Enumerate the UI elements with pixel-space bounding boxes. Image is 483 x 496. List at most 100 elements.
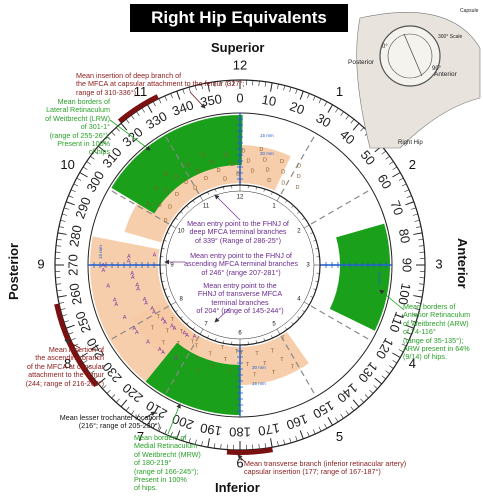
label-inferior: Inferior	[215, 480, 260, 495]
degree-tick	[63, 207, 69, 210]
degree-tick	[68, 195, 74, 198]
ascending-marker: A	[174, 356, 178, 362]
degree-label: 110	[386, 310, 407, 335]
degree-tick	[86, 161, 91, 165]
degree-tick	[194, 439, 197, 445]
degree-tick	[406, 332, 412, 335]
degree-tick	[182, 436, 185, 442]
inset-femoral-head	[379, 25, 441, 87]
transverse-marker: T	[263, 361, 267, 367]
inner-clock-number: 2	[297, 229, 301, 235]
degree-tick	[350, 119, 355, 124]
inner-clock-number: 1	[272, 204, 276, 210]
inner-tick	[310, 232, 314, 234]
deep-marker: D	[184, 180, 188, 186]
transverse-marker: T	[280, 357, 284, 363]
degree-tick	[170, 93, 173, 99]
degree-tick	[283, 85, 286, 91]
degree-tick	[194, 85, 197, 91]
inner-tick	[192, 200, 195, 203]
label-superior: Superior	[211, 40, 265, 55]
degree-tick	[318, 98, 322, 104]
deep-marker: D	[201, 153, 205, 159]
inner-tick	[255, 340, 257, 344]
scale-label: 30 mm	[260, 151, 274, 156]
degree-tick	[340, 111, 344, 116]
deep-marker: D	[154, 186, 158, 192]
inner-tick	[166, 232, 170, 234]
degree-tick	[79, 352, 88, 358]
inset-label: 0°	[382, 44, 388, 50]
degree-tick	[277, 441, 279, 447]
scale-label: 15 mm	[252, 381, 266, 386]
inner-tick	[180, 211, 183, 214]
ascending-marker: A	[161, 317, 165, 323]
degree-tick	[401, 343, 407, 347]
degree-tick	[86, 365, 91, 369]
inner-tick	[291, 322, 294, 325]
degree-label: 260	[66, 282, 85, 306]
ascending-marker: A	[183, 331, 187, 337]
degree-tick	[213, 443, 216, 449]
deep-marker: D	[193, 185, 197, 191]
inner-tick	[199, 328, 204, 335]
arw-band	[329, 223, 390, 331]
degree-tick	[418, 283, 425, 285]
degree-tick	[111, 394, 116, 399]
arrow-transverse-capsular	[237, 454, 246, 463]
inner-clock-number: 9	[170, 263, 174, 269]
inset-label: 300° Scale	[438, 34, 462, 40]
inset-label: Anterior	[434, 71, 458, 78]
ascending-marker: A	[101, 263, 105, 269]
degree-label: 30	[314, 110, 334, 130]
transverse-marker: T	[162, 341, 166, 347]
degree-tick	[220, 80, 222, 87]
inner-tick	[297, 316, 300, 319]
inner-clock-number: 3	[306, 263, 310, 269]
degree-tick	[258, 443, 260, 450]
degree-tick	[312, 429, 316, 435]
degree-tick	[364, 394, 369, 399]
ascending-marker: A	[106, 283, 110, 289]
inner-tick	[271, 191, 273, 195]
degree-label: 280	[66, 224, 85, 248]
deep-marker: D	[231, 162, 235, 168]
deep-marker: D	[246, 158, 250, 164]
transverse-marker: T	[235, 349, 239, 355]
inner-tick	[291, 205, 294, 208]
ascending-marker: A	[102, 268, 106, 274]
deep-marker: D	[266, 168, 270, 174]
inner-clock-number: 11	[203, 204, 210, 210]
degree-tick	[82, 166, 88, 170]
annotation-arw: Mean borders of Anterior Retinaculum of …	[403, 302, 471, 362]
degree-tick	[125, 119, 130, 124]
clock-spoke	[108, 305, 170, 342]
ascending-marker: A	[185, 333, 189, 339]
transverse-marker: T	[211, 364, 215, 370]
transverse-marker: T	[166, 328, 170, 334]
deep-marker: D	[209, 160, 213, 166]
degree-tick	[412, 213, 418, 216]
deep-marker: D	[236, 171, 240, 177]
degree-label: 200	[170, 411, 196, 433]
ascending-marker: A	[173, 326, 177, 332]
clock-number: 11	[134, 84, 148, 99]
degree-label: 40	[337, 127, 358, 148]
inner-tick	[215, 188, 217, 192]
annotation-entry-ascending: Mean entry point to the FHNJ of ascendin…	[184, 251, 298, 277]
inner-tick	[310, 296, 314, 298]
degree-tick	[94, 375, 99, 380]
ascending-marker: A	[135, 282, 139, 288]
degree-tick	[416, 226, 422, 228]
inner-clock-number: 4	[297, 297, 301, 303]
arrow-entry-deep	[214, 194, 241, 221]
deep-marker: D	[204, 176, 208, 182]
degree-tick	[70, 337, 76, 341]
clock-number: 2	[409, 157, 416, 172]
degree-tick	[418, 245, 425, 247]
inner-tick	[302, 310, 305, 313]
degree-tick	[307, 93, 310, 99]
arrow-lesser-trochanter	[144, 411, 156, 419]
transverse-marker: T	[240, 351, 244, 357]
degree-tick	[188, 87, 191, 93]
